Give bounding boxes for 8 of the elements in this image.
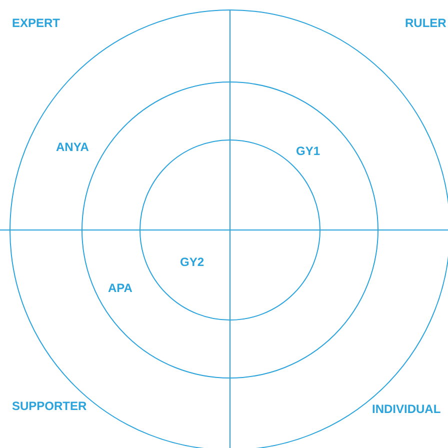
quadrant-label: GY1 bbox=[296, 144, 320, 158]
quadrant-label: RULER bbox=[405, 16, 446, 30]
quadrant-label: APA bbox=[108, 281, 132, 295]
quadrant-label: INDIVIDUAL bbox=[372, 402, 441, 416]
quadrant-label: EXPERT bbox=[12, 16, 60, 30]
quadrant-label: ANYA bbox=[56, 140, 89, 154]
quadrant-label: SUPPORTER bbox=[12, 399, 87, 413]
quadrant-label: GY2 bbox=[180, 255, 204, 269]
